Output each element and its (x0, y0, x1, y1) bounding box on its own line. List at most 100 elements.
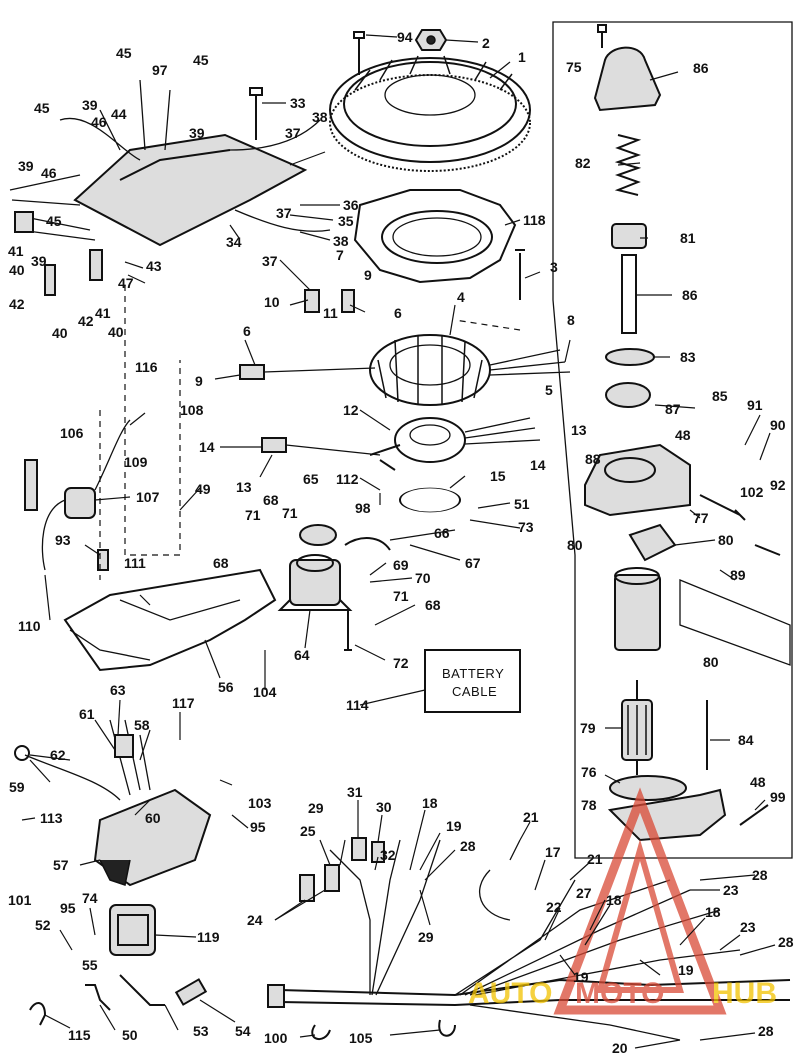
callout-99: 99 (770, 789, 786, 805)
callout-41a: 41 (8, 243, 24, 259)
callout-107: 107 (136, 489, 160, 505)
callout-9a: 9 (364, 267, 372, 283)
callout-13b: 13 (236, 479, 252, 495)
callout-60: 60 (145, 810, 161, 826)
callout-61: 61 (79, 706, 95, 722)
harness-connector-25 (324, 864, 340, 892)
callout-77: 77 (693, 510, 709, 526)
callout-62: 62 (50, 747, 66, 763)
terminal-strip-106 (24, 459, 38, 511)
switch-box (24, 719, 212, 887)
leader-lines (21, 34, 776, 1049)
callout-29a: 29 (308, 800, 324, 816)
callout-106: 106 (60, 425, 84, 441)
stator-connector-mid (341, 289, 355, 313)
callout-55: 55 (82, 957, 98, 973)
stator-coil (369, 334, 571, 406)
callout-98: 98 (355, 500, 371, 516)
callout-118: 118 (523, 212, 546, 228)
starter-assembly-outline (552, 21, 793, 859)
timer-lead-wire (285, 444, 381, 456)
callout-28a: 28 (460, 838, 476, 854)
flywheel-bolt (353, 31, 365, 75)
callout-32: 32 (380, 847, 396, 863)
callout-102: 102 (740, 484, 764, 500)
callout-19c: 19 (678, 962, 694, 978)
flywheel-nut (414, 29, 448, 51)
callout-90: 90 (770, 417, 786, 433)
callout-37c: 37 (262, 253, 278, 269)
ring-terminal-59 (14, 745, 30, 761)
callout-18c: 18 (705, 904, 721, 920)
callout-7: 7 (336, 247, 344, 263)
callout-14a: 14 (199, 439, 215, 455)
end-plate-76 (609, 775, 687, 801)
callout-15: 15 (490, 468, 506, 484)
callout-6b: 6 (243, 323, 251, 339)
callout-113: 113 (40, 810, 63, 826)
callout-71a: 71 (245, 507, 261, 523)
terminal-strip-80 (679, 579, 791, 666)
callout-76: 76 (581, 764, 597, 780)
watermark-word-auto: AUTO (468, 977, 552, 1010)
callout-27: 27 (576, 885, 592, 901)
callout-46b: 46 (41, 165, 57, 181)
callout-39a: 39 (82, 97, 98, 113)
callout-75: 75 (566, 59, 582, 75)
callout-84: 84 (738, 732, 754, 748)
callout-13a: 13 (571, 422, 587, 438)
callout-39b: 39 (189, 125, 205, 141)
callout-92: 92 (770, 477, 786, 493)
callout-40c: 40 (108, 324, 124, 340)
callout-21a: 21 (523, 809, 539, 825)
callout-104: 104 (253, 684, 277, 700)
callout-43: 43 (146, 258, 162, 274)
watermark-word-hub: HUB (712, 977, 777, 1010)
callout-1: 1 (518, 49, 526, 65)
grommet-65 (299, 524, 337, 546)
callout-48b: 48 (750, 774, 766, 790)
callout-109: 109 (124, 454, 148, 470)
callout-80a: 80 (567, 537, 583, 553)
callout-80b: 80 (718, 532, 734, 548)
callout-19a: 19 (446, 818, 462, 834)
callout-28b: 28 (752, 867, 768, 883)
callout-23a: 23 (723, 882, 739, 898)
callout-42b: 42 (78, 313, 94, 329)
callout-12: 12 (343, 402, 359, 418)
callout-74: 74 (82, 890, 98, 906)
callout-38a: 38 (312, 109, 328, 125)
armature-79 (621, 680, 653, 775)
callout-73: 73 (518, 519, 534, 535)
callout-35: 35 (338, 213, 354, 229)
callout-105: 105 (349, 1030, 373, 1046)
callout-68c: 68 (425, 597, 441, 613)
harness-connector-31 (351, 837, 367, 861)
bolt-33 (249, 87, 263, 140)
callout-37b: 37 (276, 205, 292, 221)
callout-22: 22 (546, 899, 562, 915)
callout-67: 67 (465, 555, 481, 571)
callout-93: 93 (55, 532, 71, 548)
callout-53: 53 (193, 1023, 209, 1039)
callout-19b: 19 (573, 969, 589, 985)
stator-mounting-plate (353, 189, 517, 284)
callout-18a: 18 (422, 795, 438, 811)
callout-68a: 68 (263, 492, 279, 508)
screw-75 (597, 24, 607, 48)
callout-112: 112 (336, 471, 359, 487)
callout-11: 11 (323, 305, 338, 321)
callout-114: 114 (346, 697, 369, 713)
callout-100: 100 (264, 1030, 288, 1046)
callout-38b: 38 (333, 233, 349, 249)
callout-85: 85 (712, 388, 728, 404)
callout-33: 33 (290, 95, 306, 111)
callout-18b: 18 (606, 892, 622, 908)
callout-103: 103 (248, 795, 272, 811)
callout-70: 70 (415, 570, 431, 586)
callout-110: 110 (18, 618, 41, 634)
callout-9b: 9 (195, 373, 203, 389)
callout-34: 34 (226, 234, 242, 250)
stator-connector (239, 364, 265, 380)
